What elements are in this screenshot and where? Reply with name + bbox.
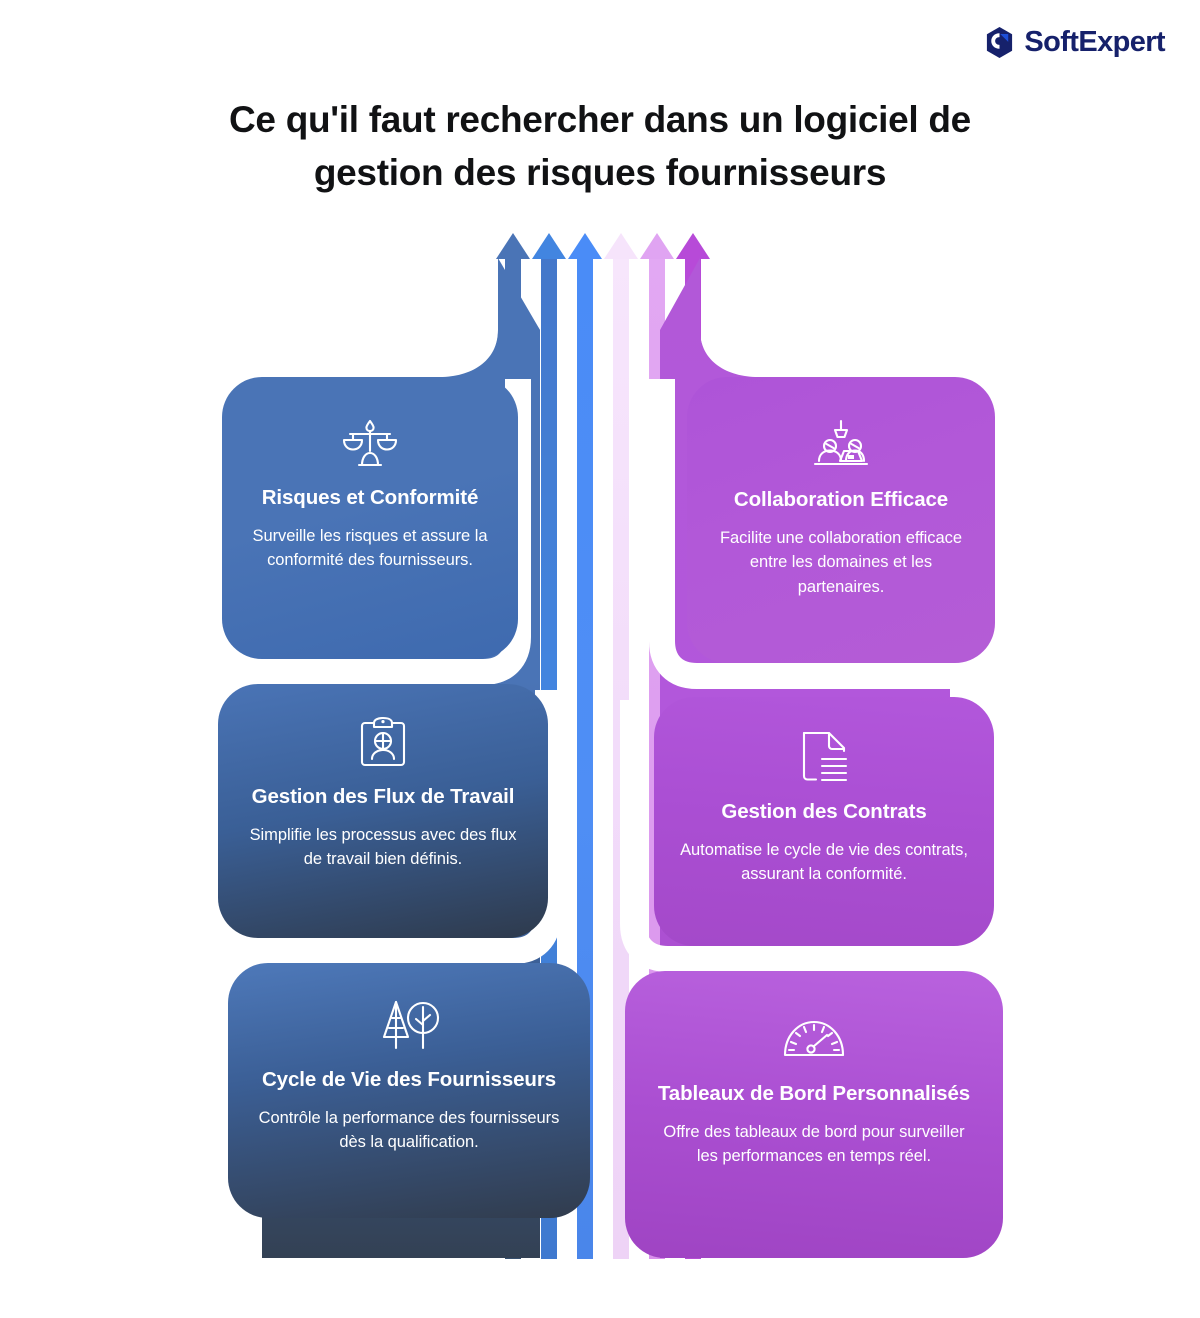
card-lifecycle-title: Cycle de Vie des Fournisseurs <box>261 1068 557 1091</box>
page-title: Ce qu'il faut rechercher dans un logicie… <box>0 94 1200 199</box>
card-contracts-title: Gestion des Contrats <box>721 800 927 823</box>
card-lifecycle-description: Contrôle la performance des fournisseurs… <box>258 1108 560 1152</box>
card-contracts-description: Automatise le cycle de vie des contrats,… <box>680 840 968 884</box>
card-collaboration-description: Facilite une collaboration efficace entr… <box>720 528 962 597</box>
speedometer-gauge-icon <box>782 1011 846 1067</box>
brand-name: SoftExpert <box>1024 26 1165 58</box>
two-trees-icon <box>378 997 440 1053</box>
card-workflow-description: Simplifie les processus avec des flux de… <box>249 825 517 869</box>
card-dashboards[interactable]: Tableaux de Bord Personnalisés Offre des… <box>625 971 1003 1258</box>
softexpert-hexagon-logo-icon <box>987 27 1013 58</box>
card-collaboration-title: Collaboration Efficace <box>733 488 949 511</box>
card-dashboards-title: Tableaux de Bord Personnalisés <box>657 1082 971 1105</box>
card-workflow[interactable]: Gestion des Flux de Travail Simplifie le… <box>218 684 548 938</box>
people-at-desk-icon <box>810 417 872 473</box>
card-contracts[interactable]: Gestion des Contrats Automatise le cycle… <box>654 697 994 946</box>
card-dashboards-description: Offre des tableaux de bord pour surveill… <box>663 1122 965 1166</box>
brand-logo[interactable]: SoftExpert <box>984 26 1166 59</box>
card-risk-description: Surveille les risques et assure la confo… <box>252 526 488 570</box>
page-title-line-1: Ce qu'il faut rechercher dans un logicie… <box>229 99 971 140</box>
balance-scales-icon <box>342 415 398 471</box>
page-title-line-2: gestion des risques fournisseurs <box>313 151 887 193</box>
document-lines-icon <box>800 729 848 785</box>
id-badge-person-icon <box>360 714 406 770</box>
card-workflow-title: Gestion des Flux de Travail <box>251 785 515 808</box>
card-lifecycle[interactable]: Cycle de Vie des Fournisseurs Contrôle l… <box>228 963 590 1218</box>
card-risk-title: Risques et Conformité <box>261 486 479 509</box>
card-collaboration[interactable]: Collaboration Efficace Facilite une coll… <box>687 377 995 663</box>
card-risk[interactable]: Risques et Conformité Surveille les risq… <box>222 377 518 659</box>
